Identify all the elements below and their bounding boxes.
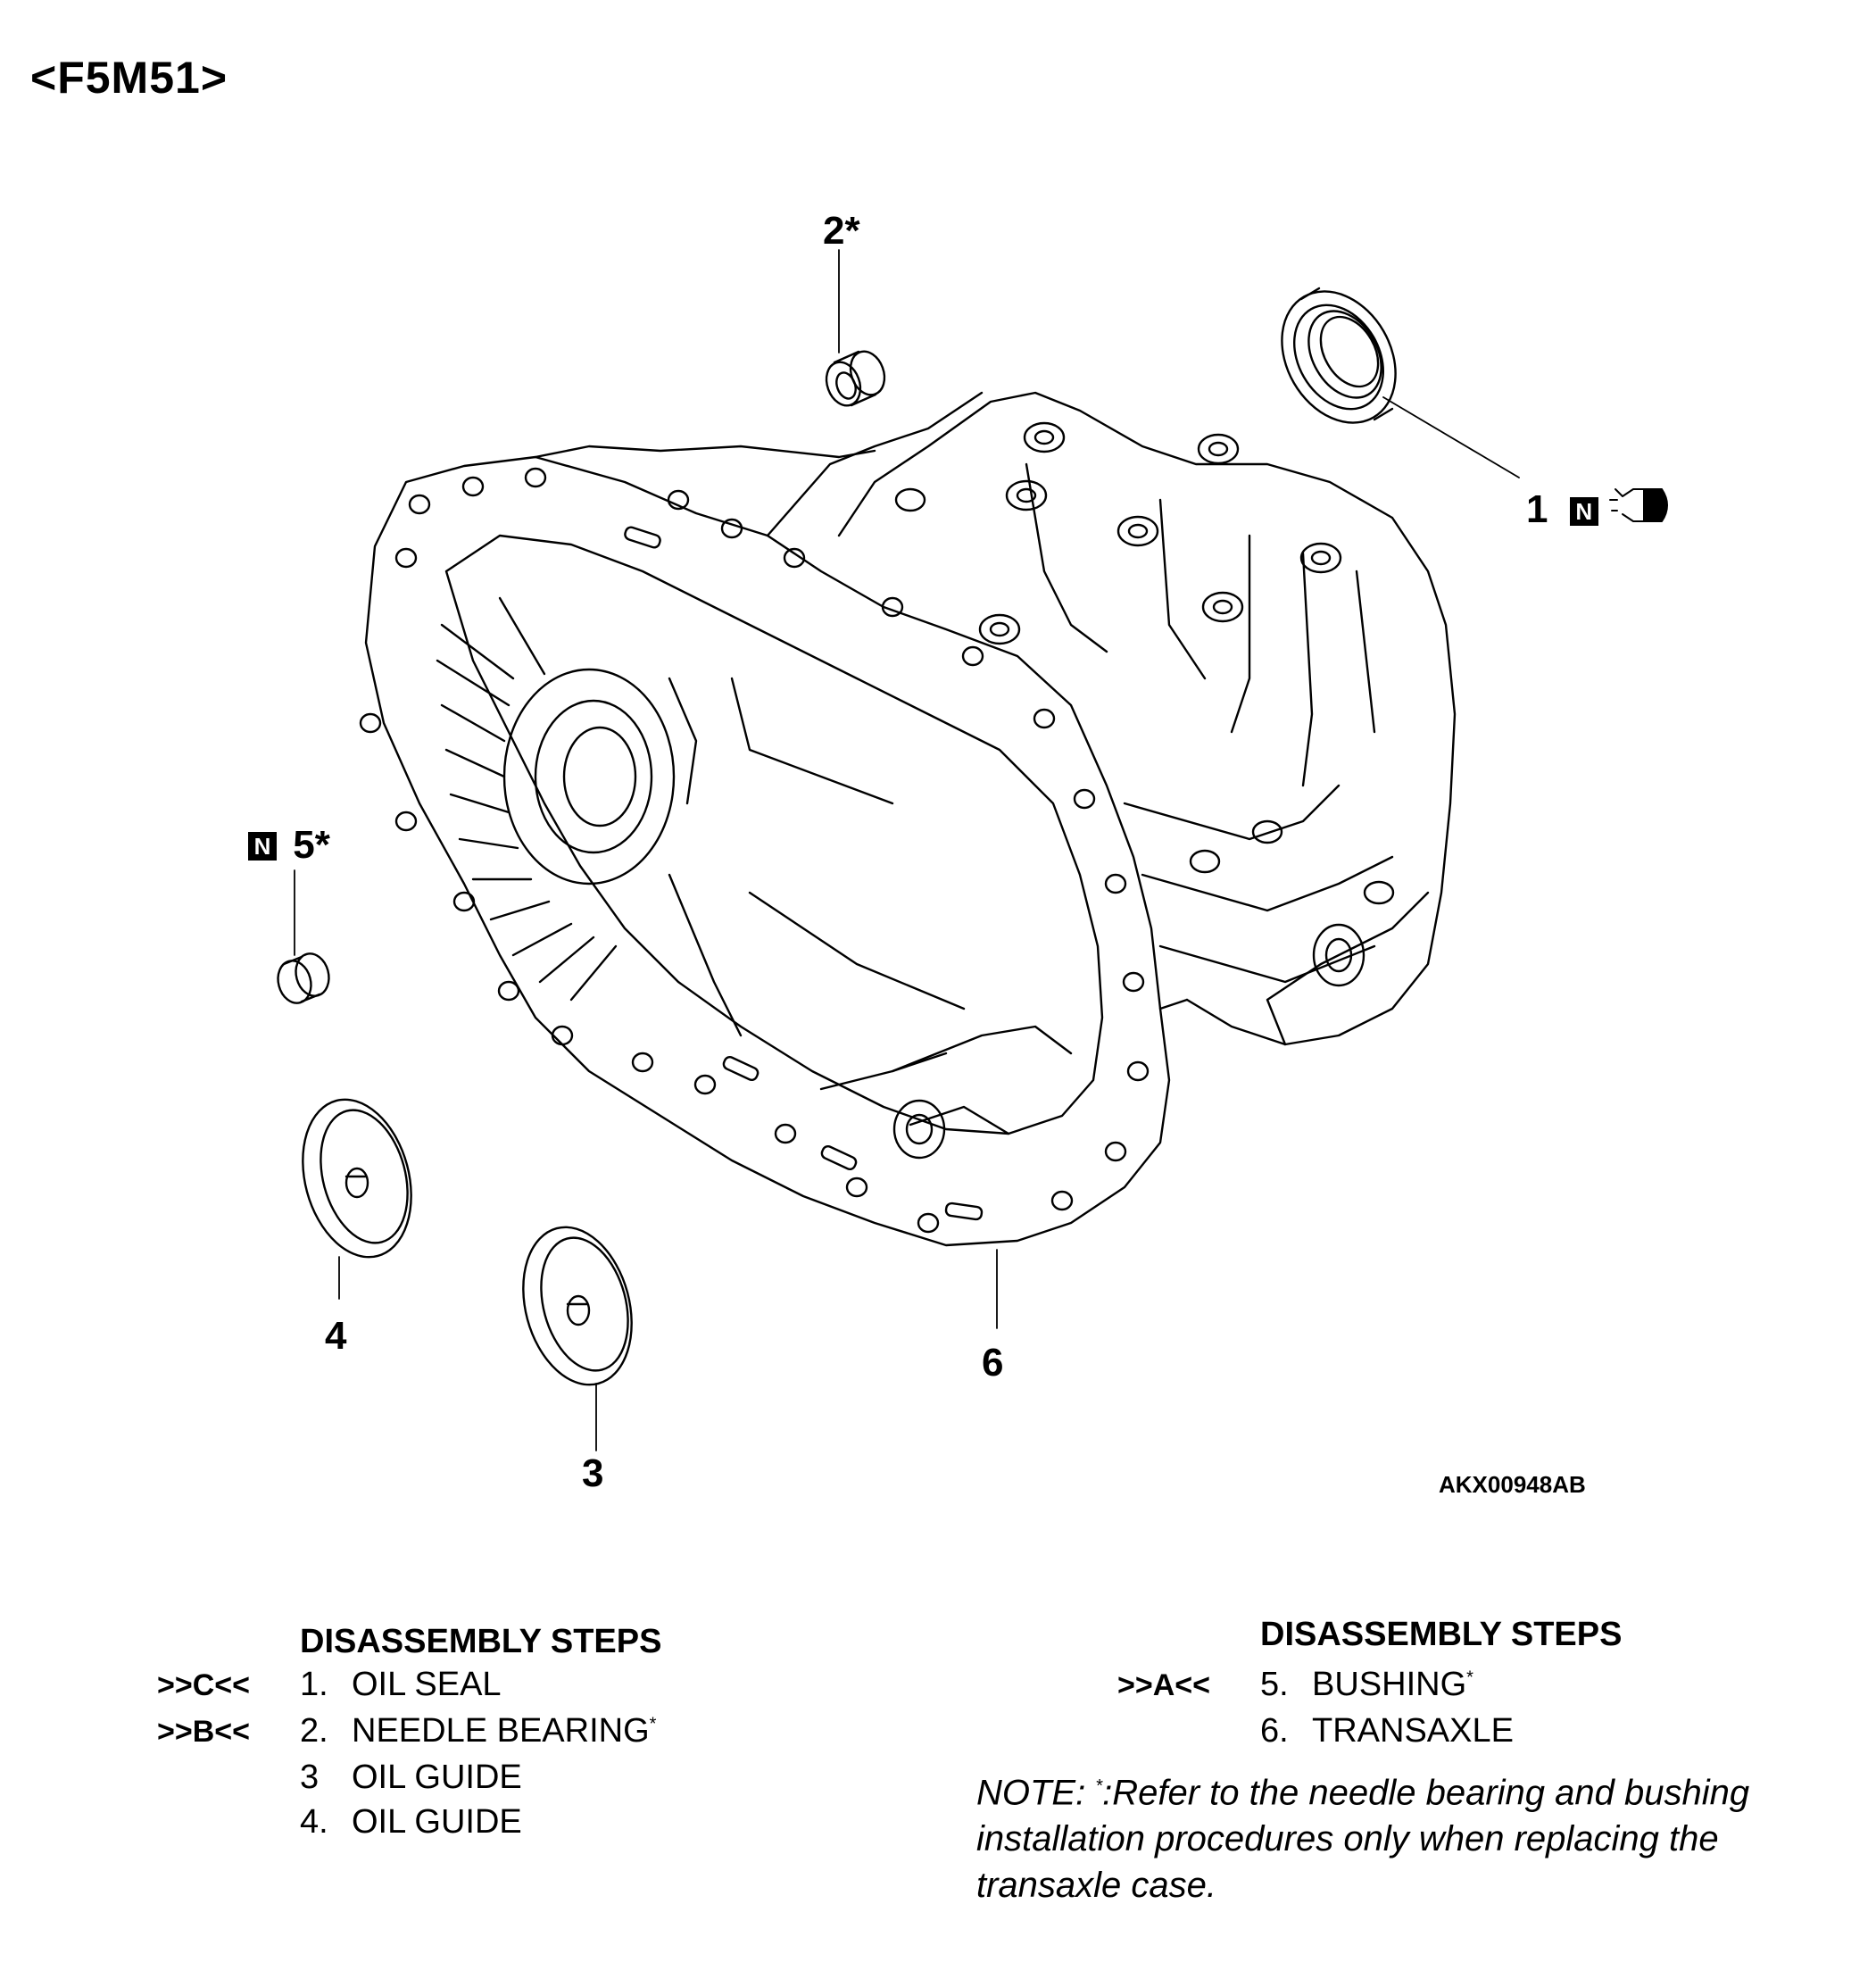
step-row: >>A<<5.BUSHING* [1117, 1666, 1473, 1703]
note-text: NOTE: *:Refer to the needle bearing and … [976, 1773, 1750, 1906]
sealant-icon [1609, 488, 1668, 522]
leader-lines [294, 249, 1520, 1451]
oil-guide-3 [522, 1226, 633, 1386]
callout-5: N 5* [248, 823, 330, 868]
callout-3: 3 [582, 1451, 604, 1495]
callout-2: 2* [823, 209, 860, 253]
oil-guide-4 [302, 1098, 412, 1259]
transaxle-case [359, 391, 1457, 1247]
callout-4: 4 [325, 1314, 347, 1358]
step-row: 4.OIL GUIDE [300, 1803, 522, 1841]
new-part-n-icon: N [1569, 497, 1598, 526]
needle-bearing [825, 350, 886, 407]
callout-6: 6 [982, 1341, 1004, 1384]
step-row: >>C<<1.OIL SEAL [157, 1666, 502, 1703]
bushing [277, 952, 330, 1004]
figure-id: AKX00948AB [1439, 1471, 1586, 1498]
page-title: <F5M51> [30, 53, 228, 103]
callout-1: 1 N [1526, 487, 1598, 532]
left-steps-heading: DISASSEMBLY STEPS [300, 1623, 662, 1660]
right-steps-heading: DISASSEMBLY STEPS [1260, 1616, 1623, 1653]
step-row: 6.TRANSAXLE [1260, 1712, 1514, 1750]
new-part-n-icon: N [248, 832, 277, 861]
oil-seal [1281, 287, 1397, 424]
step-row: >>B<<2.NEEDLE BEARING* [157, 1712, 657, 1750]
